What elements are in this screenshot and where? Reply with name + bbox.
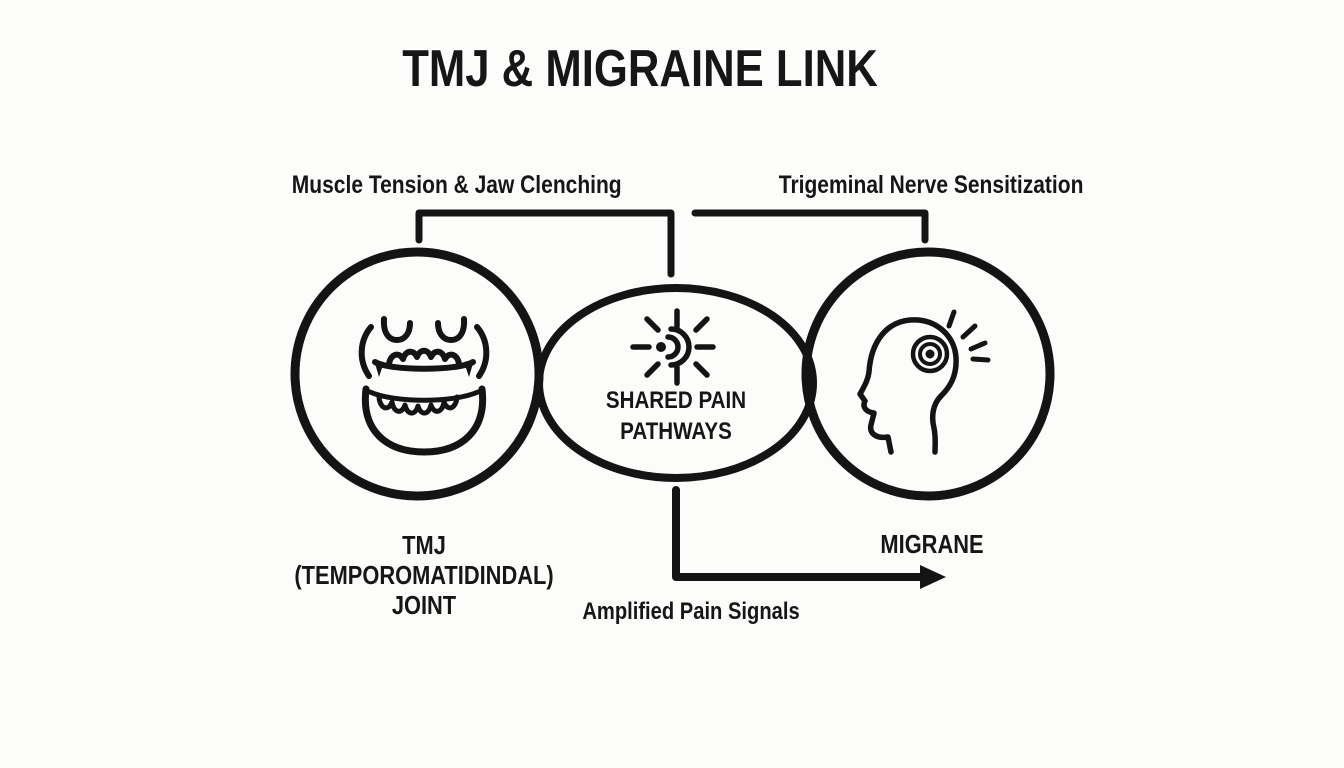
label-shared-pain-pathways: SHARED PAIN PATHWAYS [558, 385, 793, 447]
pain-burst-icon [630, 308, 716, 386]
head-pain-icon [857, 309, 991, 455]
amplified-arrow [672, 486, 946, 589]
migraine-circle [801, 247, 1055, 501]
label-trigeminal-nerve: Trigeminal Nerve Sensitization [778, 171, 1084, 199]
label-muscle-tension: Muscle Tension & Jaw Clenching [291, 171, 622, 199]
right-bracket-connector [691, 209, 929, 244]
shared-pathways-ellipse [535, 284, 817, 482]
jaw-icon [358, 316, 490, 456]
label-tmj-joint: TMJ (TEMPOROMATIDINDAL) JOINT [290, 530, 559, 620]
left-bracket-connector [415, 209, 675, 278]
shared-pain-line-1: SHARED PAIN [605, 387, 747, 414]
label-migraine: MIGRANE [880, 529, 984, 559]
page-title: TMJ & MIGRAINE LINK [402, 40, 878, 98]
label-amplified-pain-signals: Amplified Pain Signals [582, 598, 800, 625]
tmj-line-3: JOINT [391, 590, 457, 620]
tmj-line-2: (TEMPOROMATIDINDAL) [294, 560, 554, 590]
shared-pain-line-2: PATHWAYS [620, 418, 732, 445]
tmj-line-1: TMJ [402, 530, 446, 560]
tmj-circle [290, 247, 544, 501]
